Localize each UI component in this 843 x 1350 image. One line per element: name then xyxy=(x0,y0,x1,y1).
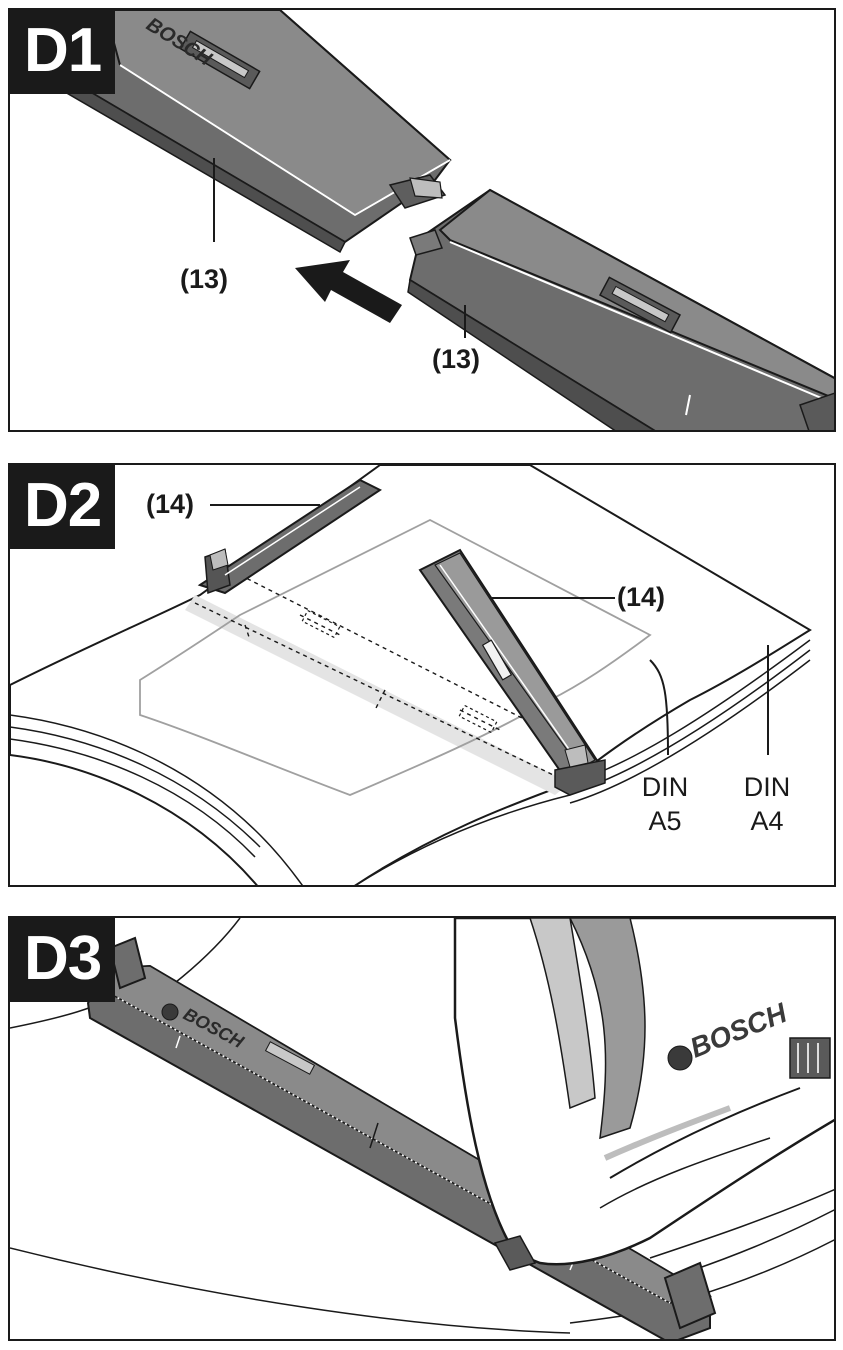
clip-14-right xyxy=(418,548,606,796)
panel-label-d3: D3 xyxy=(10,918,116,1002)
paper-label-a5-line1: DIN xyxy=(641,772,689,802)
panel-label-d2: D2 xyxy=(10,465,116,549)
rail-logo-icon xyxy=(161,1003,179,1021)
paper-label-din-a5: DIN A5 xyxy=(630,771,700,839)
leader-line-a5 xyxy=(649,659,669,756)
callout-13-right: (13) xyxy=(432,344,481,374)
paper-stack-a4 xyxy=(10,465,812,885)
panel-d1: BOSCH D1 (13) (13) xyxy=(8,8,836,432)
paper-label-a4-line2: A4 xyxy=(750,805,784,836)
jigsaw-body: BOSCH xyxy=(453,918,834,1271)
rail-segment-lower xyxy=(407,188,834,430)
callout-14-right: (14) xyxy=(617,582,666,612)
panel-d2: D2 (14) (14) DIN A5 DIN A4 xyxy=(8,463,836,887)
insert-arrow-icon xyxy=(295,260,402,323)
d2-illustration xyxy=(10,465,812,885)
paper-label-a4-line1: DIN xyxy=(743,772,791,802)
d1-illustration: BOSCH xyxy=(64,10,834,430)
callout-14-left: (14) xyxy=(146,489,195,519)
paper-label-din-a4: DIN A4 xyxy=(732,771,802,839)
clip-14-left xyxy=(197,478,382,595)
paper-label-a5-line2: A5 xyxy=(648,805,682,836)
rail-segment-upper: BOSCH xyxy=(64,10,452,254)
callout-13-left: (13) xyxy=(180,264,229,294)
panel-label-d1: D1 xyxy=(10,10,116,94)
panel-d3: BOSCH BOSCH D3 xyxy=(8,916,836,1341)
vent-icon xyxy=(789,1037,831,1079)
d3-illustration: BOSCH BOSCH xyxy=(10,918,834,1339)
bosch-logo-icon xyxy=(667,1045,693,1071)
